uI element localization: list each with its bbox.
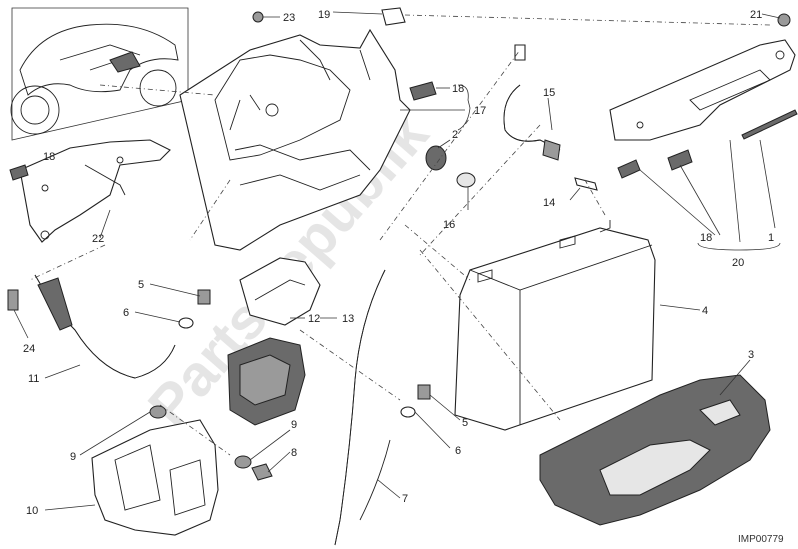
bolt-14 <box>574 177 598 191</box>
part-label-8: 8 <box>291 447 297 459</box>
rubber-pad-18-right-b <box>667 149 693 171</box>
bolt-23 <box>252 11 264 23</box>
part-label-23: 23 <box>283 12 295 24</box>
washer-6-upper <box>178 317 194 329</box>
cable-7-branch <box>359 439 391 521</box>
rubber-pad-18-left <box>9 164 29 181</box>
battery-housing <box>179 28 411 251</box>
part-label-24: 24 <box>23 343 35 355</box>
part-label-3: 3 <box>748 349 754 361</box>
part-label-17: 17 <box>474 105 486 117</box>
battery-4 <box>454 220 656 431</box>
bracket-22 <box>19 139 171 243</box>
strip-1 <box>741 109 798 140</box>
assembly-line <box>404 14 771 26</box>
part-label-22: 22 <box>92 233 104 245</box>
part-label-1: 1 <box>768 232 774 244</box>
bolt-21 <box>777 13 791 27</box>
relay-cover-13 <box>239 257 321 326</box>
rubber-pad-18-top <box>409 81 437 101</box>
part-label-2: 2 <box>452 129 458 141</box>
part-label-20: 20 <box>732 257 744 269</box>
battery-tray-3 <box>539 374 771 526</box>
nut-8 <box>251 463 273 481</box>
part-label-9-left: 9 <box>70 451 76 463</box>
bracket-20 <box>609 39 796 141</box>
leader-lines <box>13 11 781 511</box>
part-label-6-upper: 6 <box>123 307 129 319</box>
part-label-19: 19 <box>318 9 330 21</box>
screw-top-cable <box>514 44 526 61</box>
part-label-16: 16 <box>443 219 455 231</box>
part-label-12: 12 <box>308 313 320 325</box>
part-label-13: 13 <box>342 313 354 325</box>
part-label-18-right: 18 <box>700 232 712 244</box>
part-label-18-left: 18 <box>43 151 55 163</box>
part-label-6-lower: 6 <box>455 445 461 457</box>
part-label-11: 11 <box>28 373 39 385</box>
part-label-5-lower: 5 <box>462 417 468 429</box>
part-label-18-top: 18 <box>452 83 464 95</box>
relay-bracket-10 <box>91 419 219 536</box>
bolt-5-upper <box>197 289 211 305</box>
bush-16 <box>456 172 476 188</box>
part-label-4: 4 <box>702 305 708 317</box>
cable-15-terminal <box>542 139 561 161</box>
image-reference: IMP00779 <box>738 534 784 545</box>
washer-9-right <box>234 455 252 469</box>
clip-19 <box>381 7 406 26</box>
washer-6-lower <box>400 406 416 418</box>
part-label-10: 10 <box>26 505 38 517</box>
cable-11-boot <box>37 277 73 331</box>
part-label-21: 21 <box>750 9 762 21</box>
motorcycle-thumbnail <box>10 7 189 141</box>
part-label-9-right: 9 <box>291 419 297 431</box>
part-label-5-upper: 5 <box>138 279 144 291</box>
bolt-5-lower <box>417 384 431 400</box>
screw-24 <box>7 289 19 311</box>
starter-relay <box>227 337 306 426</box>
part-label-15: 15 <box>543 87 555 99</box>
part-label-7: 7 <box>402 493 408 505</box>
part-label-14: 14 <box>543 197 555 209</box>
grommet-2 <box>425 145 447 171</box>
rubber-pad-18-right-a <box>617 159 641 179</box>
